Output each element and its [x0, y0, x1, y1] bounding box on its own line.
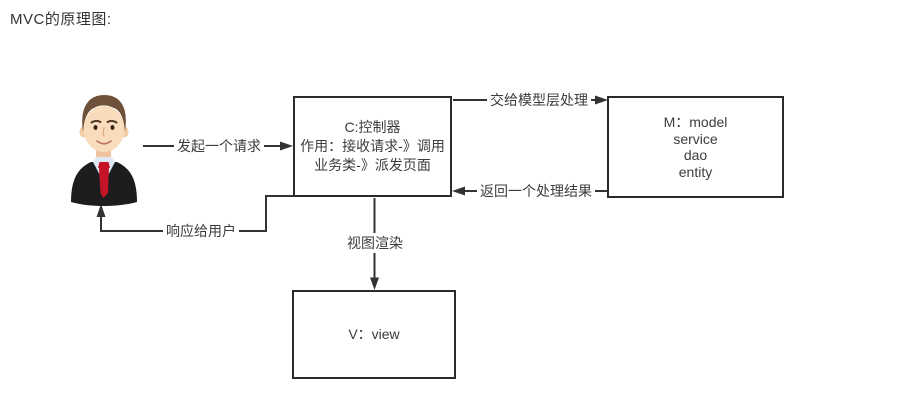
- controller-box-line: 作用：接收请求-》调用: [300, 138, 445, 154]
- request-arrowhead-icon: [280, 141, 293, 151]
- label-to-model: 交给模型层处理: [487, 90, 591, 110]
- controller-box: C:控制器 作用：接收请求-》调用 业务类-》派发页面: [293, 96, 452, 197]
- avatar-hair: [82, 95, 126, 132]
- model-box-line: entity: [678, 163, 713, 180]
- avatar-eyebrow-right: [106, 119, 118, 124]
- view-box-line: V：view: [348, 326, 400, 342]
- avatar-eyebrow-left: [90, 119, 102, 124]
- controller-box-line: C:控制器: [344, 119, 401, 135]
- avatar-mouth: [96, 140, 112, 145]
- model-box: M：model service dao entity: [607, 96, 784, 198]
- label-respond-user: 响应给用户: [163, 221, 239, 241]
- respond-arrowhead-icon: [96, 204, 106, 217]
- view-box: V：view: [292, 290, 456, 379]
- avatar-eye-right: [110, 125, 115, 130]
- model-box-line: M：model: [663, 114, 728, 130]
- avatar-nose: [102, 127, 105, 137]
- to-model-arrowhead-icon: [595, 95, 608, 105]
- label-request: 发起一个请求: [174, 136, 264, 156]
- return-arrowhead-icon: [452, 186, 465, 196]
- user-avatar-icon: [71, 95, 137, 206]
- page-title: MVC的原理图:: [10, 11, 112, 28]
- model-box-line: service: [673, 130, 718, 147]
- avatar-eye-left: [93, 125, 98, 130]
- controller-box-line: 业务类-》派发页面: [314, 157, 431, 173]
- label-return-result: 返回一个处理结果: [477, 181, 595, 201]
- respond-arrow-line: [100, 195, 293, 232]
- model-box-line: dao: [683, 147, 708, 163]
- view-render-arrowhead-icon: [370, 277, 379, 290]
- avatar-tie-knot: [98, 162, 110, 168]
- avatar-tie-blade: [99, 168, 109, 198]
- label-view-render: 视图渲染: [344, 233, 406, 253]
